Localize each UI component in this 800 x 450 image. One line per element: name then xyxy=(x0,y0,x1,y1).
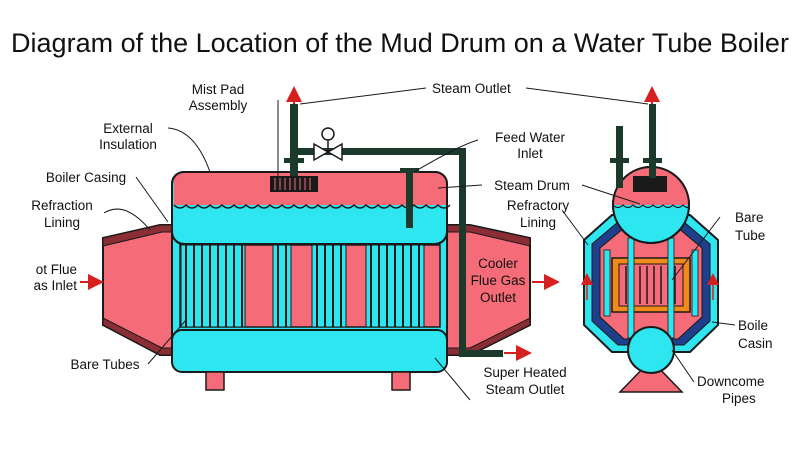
label-refractory-lining-2: Lining xyxy=(520,215,556,230)
label-mist-pad-2: Assembly xyxy=(189,98,248,113)
label-hot-flue-1: ot Flue xyxy=(36,262,77,277)
label-refraction-lining-1: Refraction xyxy=(31,198,93,213)
label-downcomer-2: Pipes xyxy=(722,391,756,406)
label-hot-flue-2: as Inlet xyxy=(33,278,77,293)
label-feed-water-2: Inlet xyxy=(517,146,543,161)
bare-tube-bundle-middle xyxy=(272,244,347,328)
bare-tube-bundle-left xyxy=(180,244,246,328)
label-cooler-flue-2: Flue Gas xyxy=(471,273,526,288)
support-leg-left xyxy=(205,371,225,391)
label-cooler-flue-1: Cooler xyxy=(478,256,518,271)
steam-outlet-pipe xyxy=(284,86,304,176)
mud-drum xyxy=(171,329,448,373)
mist-pad xyxy=(270,176,318,192)
label-bare-tubes-right-2: Tube xyxy=(735,228,765,243)
labels: Steam Outlet Mist Pad Assembly External … xyxy=(31,81,772,406)
feed-water-inlet-stub xyxy=(400,168,419,228)
cross-section xyxy=(581,86,719,393)
label-refractory-lining-1: Refractory xyxy=(507,198,570,213)
label-steam-drum: Steam Drum xyxy=(494,178,570,193)
valve-icon xyxy=(313,127,343,162)
label-feed-water-1: Feed Water xyxy=(495,130,566,145)
label-bare-tubes-left: Bare Tubes xyxy=(70,357,139,372)
label-downcomer-1: Downcome xyxy=(697,374,765,389)
label-cooler-flue-3: Outlet xyxy=(480,290,516,305)
label-refraction-lining-2: Lining xyxy=(44,215,80,230)
label-external-insulation-2: Insulation xyxy=(99,137,157,152)
label-bare-tubes-right-1: Bare xyxy=(735,210,764,225)
diagram-title: Diagram of the Location of the Mud Drum … xyxy=(11,28,789,58)
label-boiler-casing-right-1: Boile xyxy=(738,318,768,333)
label-superheated-2: Steam Outlet xyxy=(486,382,565,397)
label-boiler-casing-right-2: Casin xyxy=(738,336,773,351)
bare-tube-bundle-right xyxy=(365,244,425,328)
label-external-insulation-1: External xyxy=(103,121,153,136)
leader-lines xyxy=(103,87,736,401)
label-mist-pad-1: Mist Pad xyxy=(192,82,245,97)
label-steam-outlet: Steam Outlet xyxy=(432,81,511,96)
support-leg-right xyxy=(391,371,411,391)
feed-water-pipe xyxy=(298,148,532,361)
label-boiler-casing: Boiler Casing xyxy=(46,170,126,185)
label-superheated-1: Super Heated xyxy=(483,365,566,380)
